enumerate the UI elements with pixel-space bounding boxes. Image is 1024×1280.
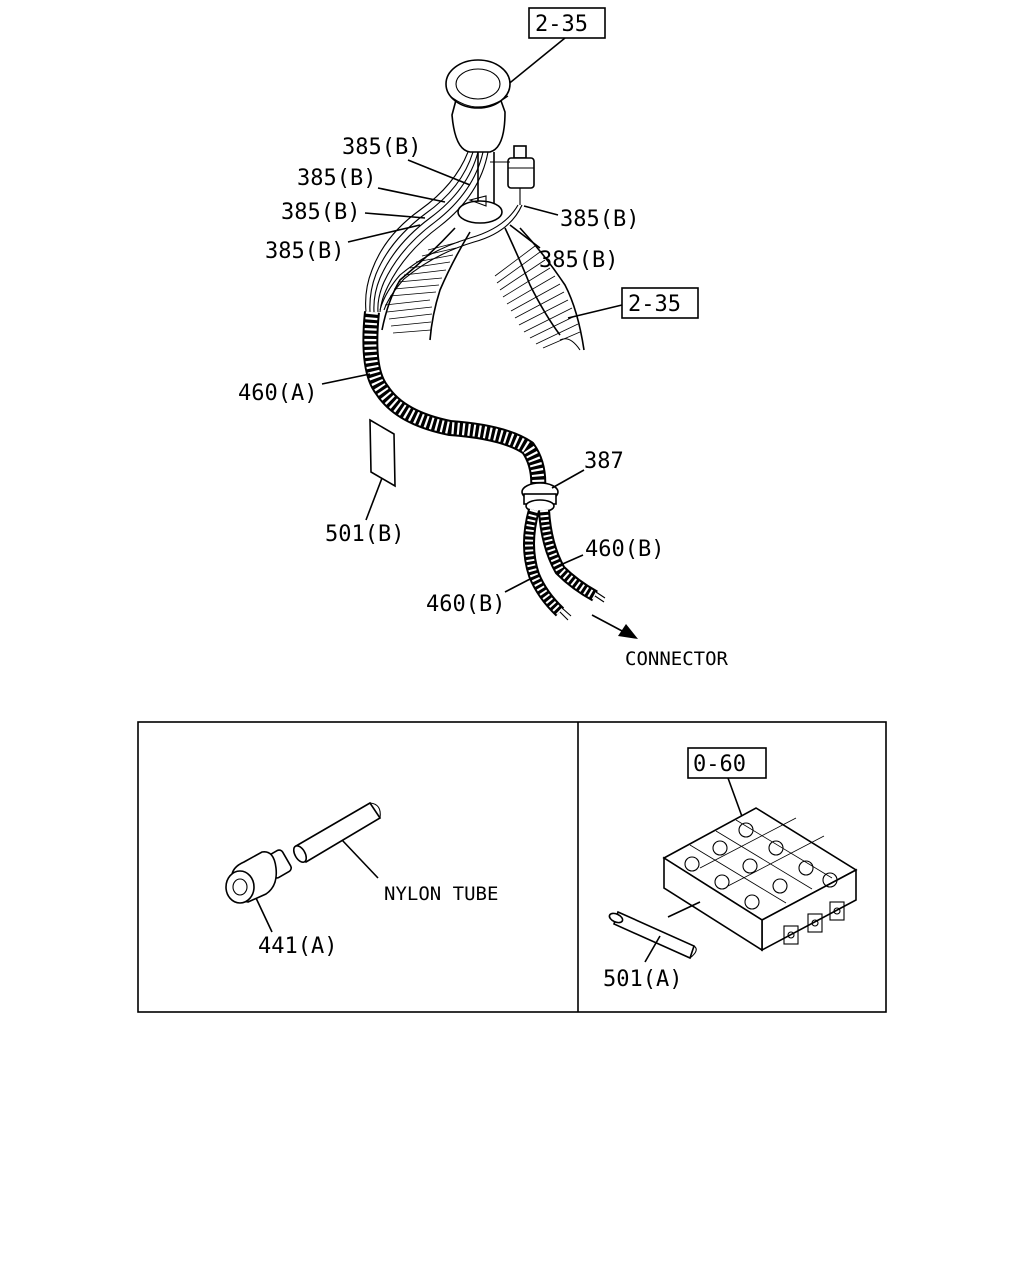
leader-tube-a [321,373,371,385]
ref-label-side: 2-35 [628,292,681,317]
wire-label-1: 385(B) [342,135,421,160]
connector-arrow-icon [591,614,638,639]
corrugated-tube-b-icon [523,508,606,621]
shift-knob-icon [445,59,511,153]
wire-label-2: 385(B) [297,166,376,191]
leader-ref-side [567,304,623,319]
connector-label: CONNECTOR [625,648,729,670]
tube-label-b-upper: 460(B) [585,537,664,562]
tube-label-a: 460(A) [238,381,317,406]
leader-ref-inset [727,777,745,823]
tape-b-icon [369,418,396,488]
leader-nylon-tube [341,839,379,879]
nylon-tube-label: NYLON TUBE [384,883,498,905]
leader-tape-b [365,477,383,521]
boot-left-icon [381,227,471,341]
wire-label-6: 385(B) [539,248,618,273]
nylon-tube-icon [292,801,382,864]
leader-grommet [551,469,585,489]
leader-wire-3 [364,212,426,219]
wire-label-5: 385(B) [560,207,639,232]
ref-label-top: 2-35 [535,12,588,37]
leader-wire-6 [509,224,541,249]
switch-icon [507,145,535,205]
leader-tape-a-bracket [667,901,701,918]
grommet-label: 387 [584,449,624,474]
inset-frame [137,721,887,1013]
leader-tube-b-upper [557,554,584,567]
tape-a-icon [608,910,697,960]
leader-wire-4 [347,224,421,243]
wire-bundle-icon [365,151,523,313]
boot-right-icon [494,227,585,351]
corrugated-tube-a-icon [362,311,547,491]
tape-b-label: 501(B) [325,522,404,547]
bracket-assembly-icon [662,807,858,952]
shift-lever-icon [457,152,510,224]
leader-tube-b-lower [504,577,533,593]
wire-label-3: 385(B) [281,200,360,225]
tube-label-b-lower: 460(B) [426,592,505,617]
leader-tape-a [644,935,661,963]
fitting-icon [225,849,292,904]
fitting-label: 441(A) [258,934,337,959]
wire-label-4: 385(B) [265,239,344,264]
leader-ref-top [505,37,566,87]
ref-box-inset: 0-60 [687,747,767,779]
ref-box-top: 2-35 [528,7,606,39]
leader-fitting [255,897,273,933]
leader-wire-5 [523,205,559,216]
tape-a-label: 501(A) [603,967,682,992]
grommet-icon [521,482,559,513]
leader-wire-1 [407,159,471,186]
leader-wire-2 [377,187,446,203]
ref-box-side: 2-35 [621,287,699,319]
ref-label-inset: 0-60 [693,752,746,777]
